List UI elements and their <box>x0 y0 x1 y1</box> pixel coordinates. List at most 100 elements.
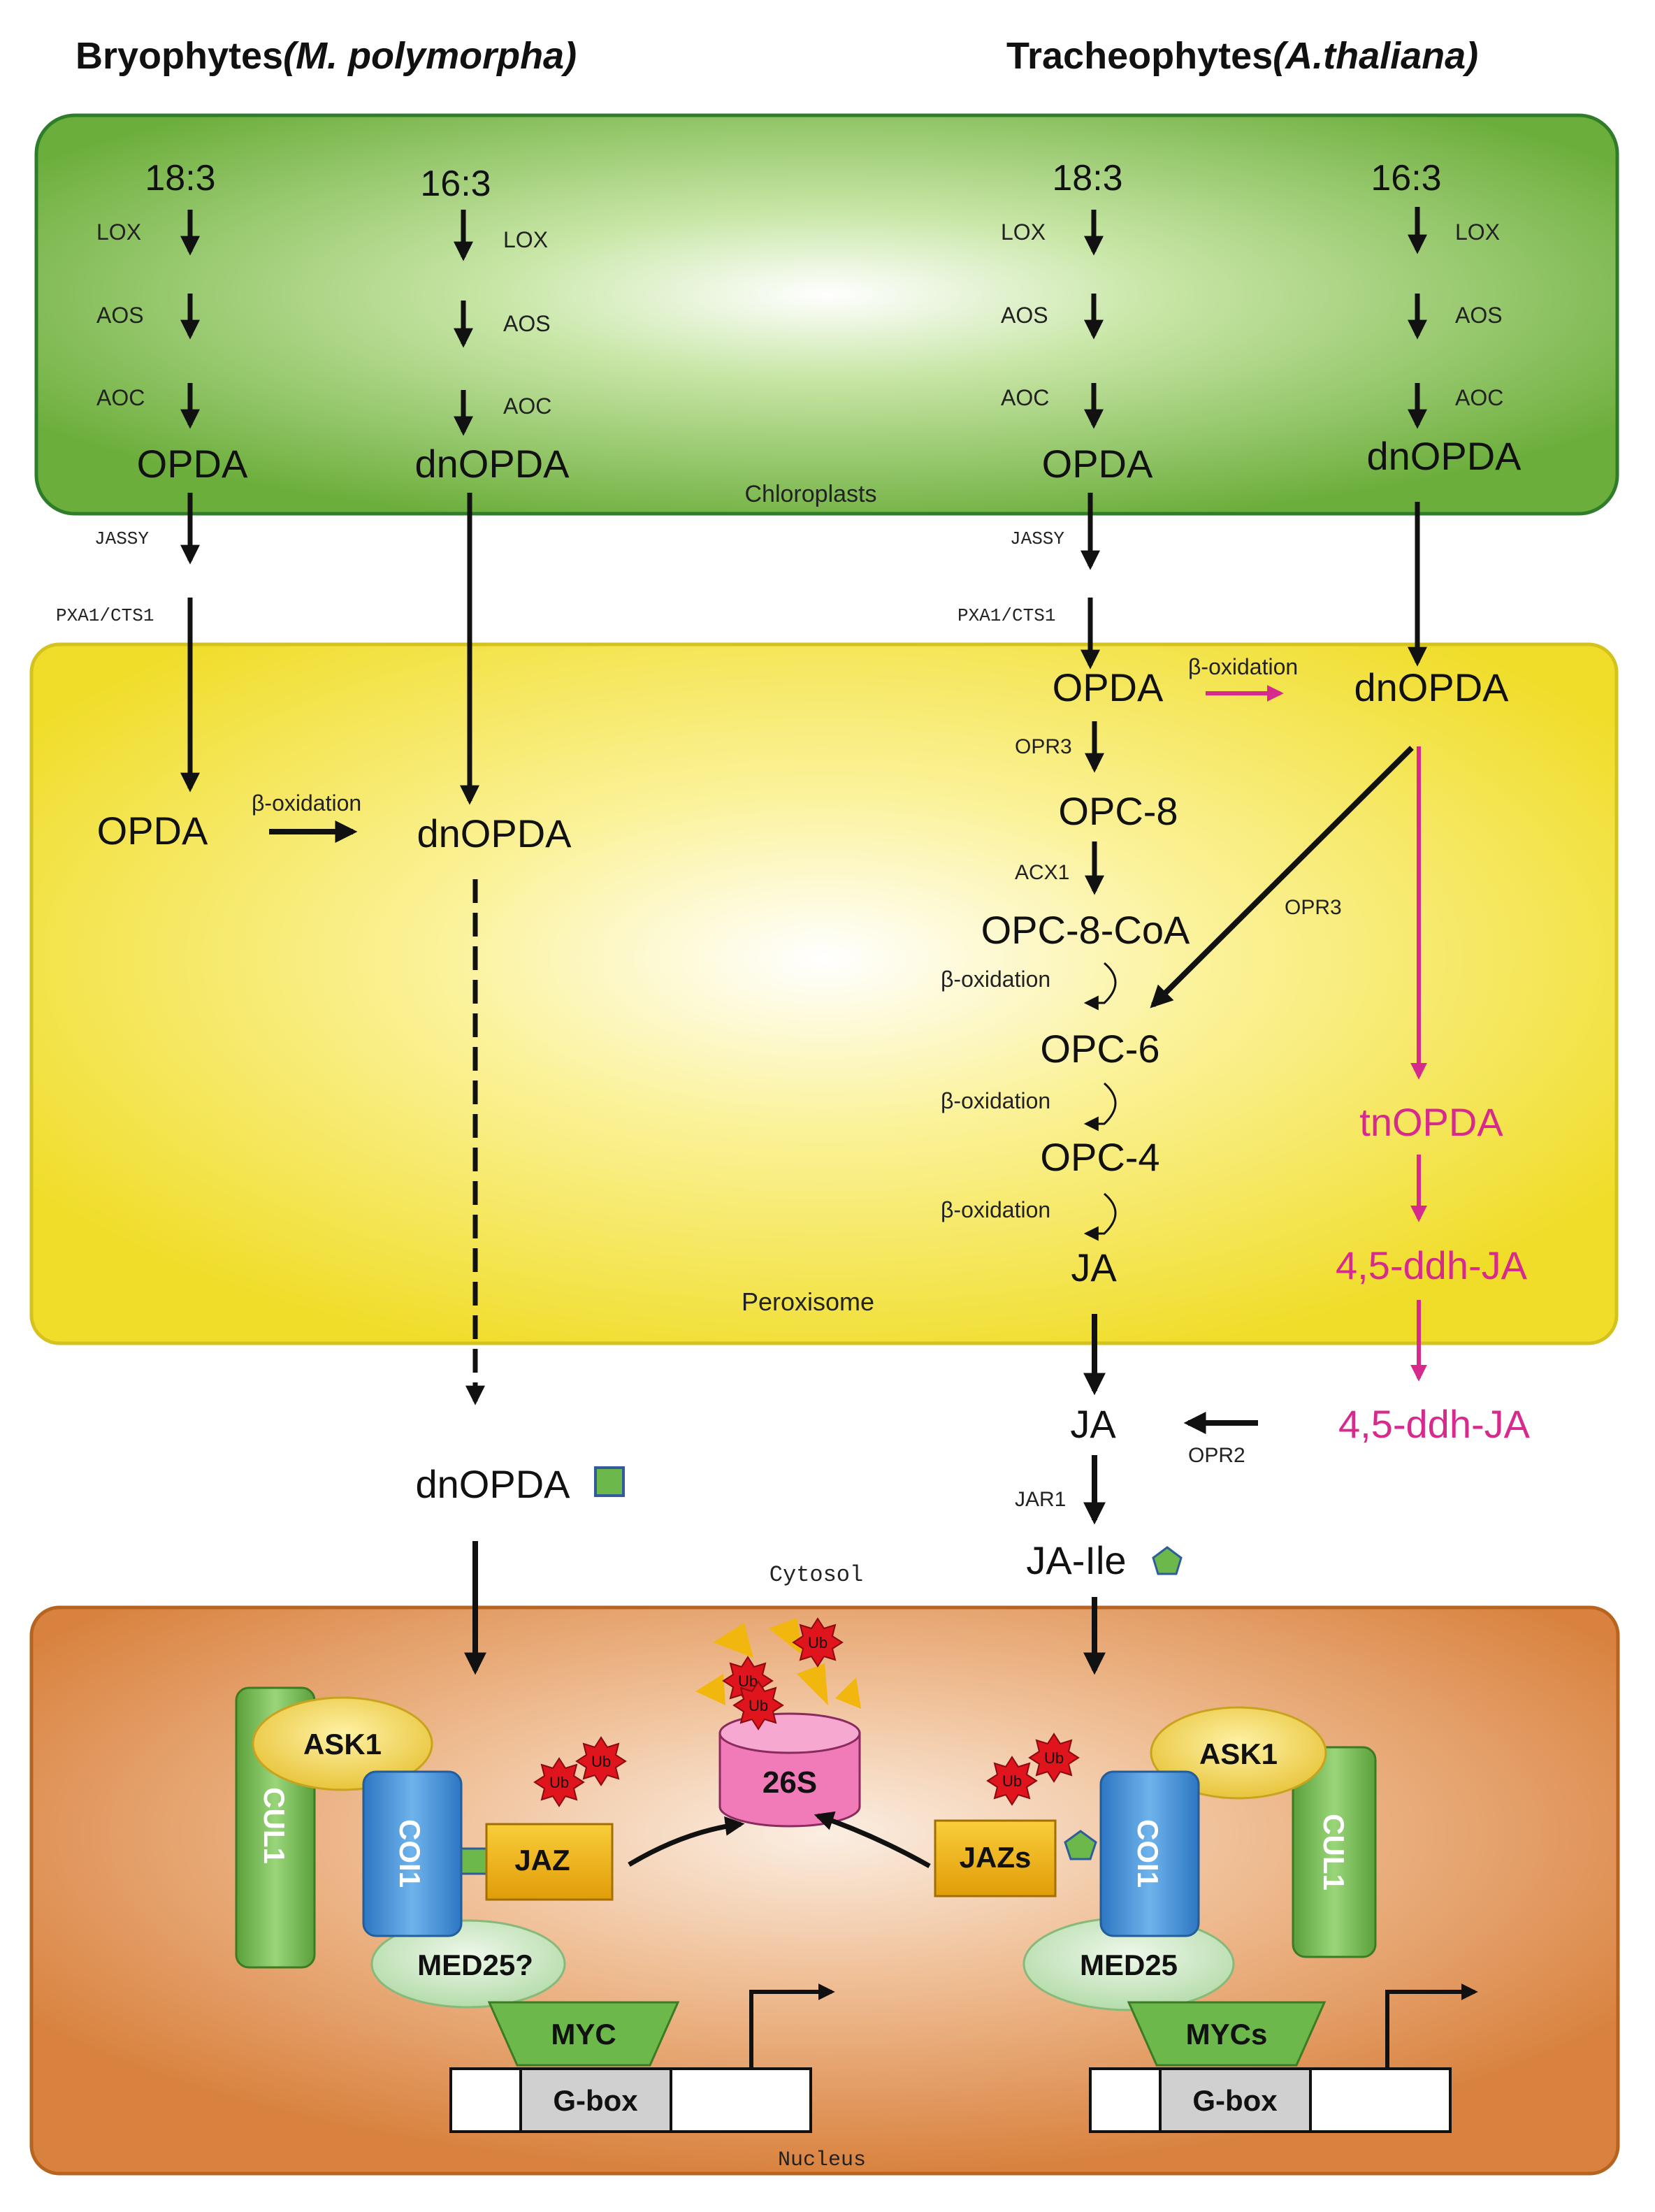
svg-text:Ub: Ub <box>549 1774 569 1791</box>
svg-text:Ub: Ub <box>1002 1772 1022 1790</box>
perox-left-opda: OPDA <box>97 809 208 853</box>
perox-beta-ox-2: β-oxidation <box>941 1088 1050 1113</box>
perox-opc8: OPC-8 <box>1058 789 1178 833</box>
jaz-fragment-3 <box>695 1674 725 1705</box>
dnopda-square-icon <box>594 1466 625 1497</box>
bryo-183-aoc: AOC <box>96 385 145 410</box>
trach-163-aoc: AOC <box>1455 385 1503 410</box>
left-degradation-arrow <box>628 1816 745 1867</box>
left-jaz-label: JAZ <box>514 1844 570 1877</box>
perox-acx1: ACX1 <box>1015 861 1069 884</box>
perox-opr3-left: OPR3 <box>1015 735 1072 758</box>
proteasome-ub-icon-2: Ub <box>793 1618 843 1667</box>
left-coi1-ligand-icon <box>460 1847 488 1875</box>
trach-163-substrate: 16:3 <box>1371 158 1441 198</box>
cytosol-jar1: JAR1 <box>1015 1488 1066 1511</box>
right-transcription-arrow <box>1385 1983 1478 2069</box>
label-chloroplasts: Chloroplasts <box>745 481 877 507</box>
jaz-fragment-2 <box>769 1618 804 1656</box>
proteasome-ub-icon-3: Ub <box>733 1681 783 1730</box>
opr3-diagonal-arrow <box>1150 746 1414 1009</box>
right-coi1 <box>1099 1770 1200 1937</box>
trach-jassy-label: JASSY <box>1010 528 1064 549</box>
left-gbox <box>519 2067 672 2133</box>
right-myc-label: MYCs <box>1186 2018 1268 2051</box>
trach-183-aoc: AOC <box>1001 385 1049 410</box>
right-coi1-label: COI1 <box>1132 1819 1164 1888</box>
cytosol-ddh-ja: 4,5-ddh-JA <box>1338 1402 1531 1446</box>
left-med25-label: MED25? <box>417 1949 533 1981</box>
proteasome-label: 26S <box>763 1765 817 1800</box>
left-coi1-label: COI1 <box>393 1819 426 1888</box>
left-myc-label: MYC <box>551 2018 616 2051</box>
label-cytosol: Cytosol <box>769 1562 863 1588</box>
right-ask1-label: ASK1 <box>1199 1737 1278 1770</box>
perox-opc6: OPC-6 <box>1040 1027 1159 1071</box>
bryo-183-aos: AOS <box>96 303 144 328</box>
cytosol-opr2: OPR2 <box>1188 1444 1245 1467</box>
bryo-163-aos: AOS <box>503 311 551 336</box>
bryo-183-substrate: 18:3 <box>145 158 215 198</box>
bryo-pxa1-label: PXA1/CTS1 <box>56 605 154 626</box>
label-nucleus: Nucleus <box>778 2148 866 2172</box>
left-jaz <box>485 1823 614 1901</box>
perox-right-dnopda: dnOPDA <box>1354 665 1510 709</box>
right-ub-icon-1: Ub <box>987 1756 1037 1805</box>
trach-pxa1-label: PXA1/CTS1 <box>957 605 1055 626</box>
bryo-163-column: 16:3 LOX AOS AOC dnOPDA <box>415 164 570 486</box>
trach-183-product: OPDA <box>1042 442 1153 486</box>
jaz-fragment-5 <box>835 1677 861 1709</box>
left-myc <box>487 2001 680 2067</box>
perox-right-opda: OPDA <box>1053 665 1164 709</box>
perox-right-beta-ox-top: β-oxidation <box>1188 654 1298 679</box>
perox-opc8coa: OPC-8-CoA <box>981 908 1190 952</box>
left-signaling-complex: CUL1 ASK1 MED25? COI1 JAZ Ub Ub MYC G-bo… <box>235 1686 835 2133</box>
left-ub-icon-2: Ub <box>576 1737 626 1786</box>
bryo-163-aoc: AOC <box>503 393 551 419</box>
cytosol-dnopda: dnOPDA <box>416 1462 571 1506</box>
right-ub-icon-2: Ub <box>1029 1733 1079 1782</box>
svg-text:Ub: Ub <box>808 1634 827 1651</box>
right-cul1 <box>1292 1746 1377 1958</box>
left-ub-icon-1: Ub <box>534 1758 584 1807</box>
proteasome-26s: 26S Ub Ub Ub <box>695 1618 861 1828</box>
right-jaz <box>934 1819 1057 1897</box>
header-tracheophytes: Tracheophytes(A.thaliana) <box>1006 35 1478 77</box>
trach-163-lox: LOX <box>1455 219 1500 245</box>
jaz-fragment-1 <box>713 1623 753 1658</box>
right-cul1-label: CUL1 <box>1317 1814 1350 1891</box>
right-gbox-label: G-box <box>1192 2084 1278 2117</box>
perox-left-beta-ox: β-oxidation <box>252 790 361 816</box>
bryo-jassy-label: JASSY <box>94 528 149 549</box>
right-signaling-complex: CUL1 ASK1 MED25 COI1 JAZs Ub Ub MYCs G-b… <box>934 1706 1478 2133</box>
svg-text:Ub: Ub <box>749 1697 768 1714</box>
left-cul1-label: CUL1 <box>258 1787 291 1864</box>
perox-beta-ox-1: β-oxidation <box>941 967 1050 992</box>
left-ask1 <box>252 1696 433 1791</box>
bryo-183-lox: LOX <box>96 219 141 245</box>
perox-left-dnopda: dnOPDA <box>417 811 572 855</box>
header-bryophytes: Bryophytes(M. polymorpha) <box>75 35 577 77</box>
left-gbox-label: G-box <box>553 2084 638 2117</box>
svg-text:Ub: Ub <box>1044 1749 1064 1767</box>
trach-163-product: dnOPDA <box>1367 434 1522 478</box>
chloroplast-compartment <box>34 113 1619 516</box>
bryo-163-product: dnOPDA <box>415 442 570 486</box>
cytosol-ja: JA <box>1070 1402 1116 1446</box>
left-ask1-label: ASK1 <box>303 1728 382 1761</box>
trach-183-lox: LOX <box>1001 219 1046 245</box>
trach-183-column: 18:3 LOX AOS AOC OPDA <box>1001 158 1153 486</box>
bryo-183-column: 18:3 LOX AOS AOC OPDA <box>96 158 248 486</box>
right-myc <box>1127 2001 1327 2067</box>
bryo-163-substrate: 16:3 <box>420 164 491 204</box>
ja-ile-pentagon-icon <box>1152 1546 1183 1575</box>
label-peroxisome: Peroxisome <box>742 1287 874 1316</box>
perox-opc4: OPC-4 <box>1040 1135 1159 1179</box>
perox-ddh-ja: 4,5-ddh-JA <box>1336 1243 1528 1287</box>
right-coi1-ligand-icon <box>1064 1830 1097 1860</box>
bryo-183-product: OPDA <box>137 442 248 486</box>
svg-text:Ub: Ub <box>591 1753 611 1770</box>
right-jaz-label: JAZs <box>960 1841 1032 1874</box>
jaz-fragment-4 <box>797 1663 828 1705</box>
